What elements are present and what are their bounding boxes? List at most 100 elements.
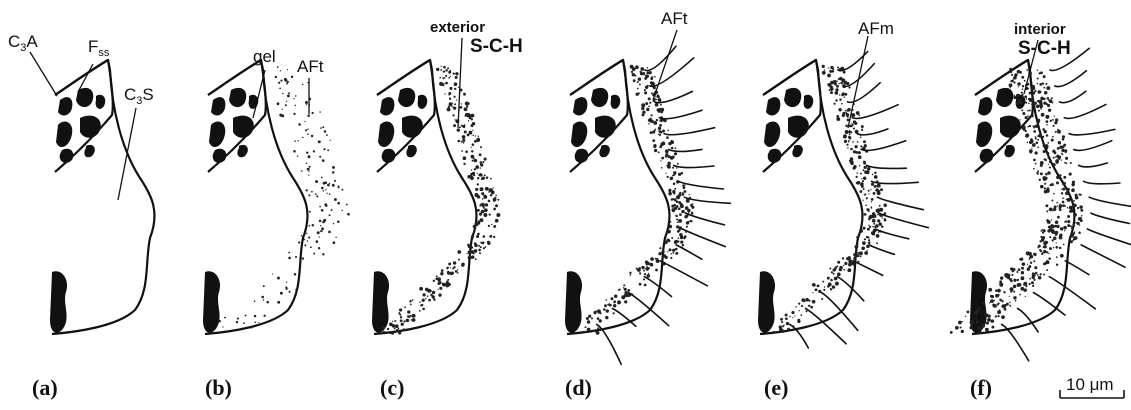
hydrate-speck bbox=[991, 321, 993, 323]
hydrate-speck bbox=[409, 300, 411, 302]
hydrate-speck bbox=[674, 198, 677, 201]
hydrate-speck bbox=[497, 199, 499, 201]
hydrate-speck bbox=[684, 235, 687, 238]
hydrate-speck bbox=[864, 144, 867, 147]
hydrate-speck bbox=[464, 131, 467, 134]
hydrate-speck bbox=[447, 279, 449, 281]
hydrate-speck bbox=[1070, 240, 1073, 243]
hydrate-speck bbox=[668, 192, 672, 196]
hydrate-speck bbox=[1022, 127, 1025, 130]
hydrate-speck bbox=[691, 212, 693, 214]
hydrate-speck bbox=[489, 213, 491, 215]
hydrate-speck bbox=[679, 213, 682, 216]
hydrate-speck bbox=[1039, 91, 1042, 94]
hydrate-speck bbox=[678, 208, 681, 211]
hydrate-speck bbox=[803, 300, 805, 302]
hydrate-speck bbox=[874, 226, 876, 228]
hydrate-speck bbox=[1010, 280, 1013, 283]
hydrate-speck bbox=[305, 101, 308, 104]
hydrate-speck bbox=[289, 291, 291, 293]
hydrate-speck bbox=[399, 308, 402, 311]
hydrate-speck bbox=[965, 316, 966, 317]
panel-d: AFt (d) bbox=[565, 9, 730, 400]
hydrate-speck bbox=[1043, 101, 1046, 104]
label-c3s: C3S bbox=[124, 85, 154, 107]
hydrate-speck bbox=[1027, 88, 1029, 90]
hydrate-speck bbox=[468, 131, 472, 135]
hydrate-speck bbox=[870, 189, 871, 190]
hydrate-speck bbox=[1033, 168, 1035, 170]
hydrate-speck bbox=[1055, 118, 1058, 121]
hydrate-speck bbox=[1037, 170, 1039, 172]
label-sch-c: S-C-H bbox=[470, 36, 523, 57]
hydrate-speck bbox=[329, 183, 330, 184]
hydrate-speck bbox=[478, 135, 479, 136]
hydrate-speck bbox=[1071, 183, 1074, 186]
hydrate-speck bbox=[1025, 101, 1026, 102]
hydrate-speck bbox=[445, 82, 448, 85]
hydrate-speck bbox=[806, 310, 808, 312]
hydrate-speck bbox=[1045, 241, 1048, 244]
hydrate-speck bbox=[459, 126, 461, 128]
hydrate-speck bbox=[1013, 78, 1014, 79]
scale-bar: 10 μm bbox=[1060, 375, 1124, 398]
hydrate-speck bbox=[1047, 152, 1049, 154]
hydrate-speck bbox=[649, 102, 651, 104]
hydrate-speck bbox=[605, 316, 608, 319]
hydrate-speck bbox=[236, 321, 238, 323]
hydrate-speck bbox=[402, 323, 404, 325]
hydrate-speck bbox=[861, 246, 865, 250]
hydrate-speck bbox=[1022, 112, 1025, 115]
hydrate-speck bbox=[1064, 230, 1065, 231]
hydrate-speck bbox=[678, 237, 680, 239]
hydrate-speck bbox=[389, 332, 391, 334]
hydrate-speck bbox=[1040, 172, 1043, 175]
hydrate-speck bbox=[481, 192, 484, 195]
hydrate-speck bbox=[485, 187, 488, 190]
hydrate-speck bbox=[642, 72, 645, 75]
hydrate-speck bbox=[637, 81, 639, 83]
hydrate-speck bbox=[1078, 194, 1080, 196]
hydrate-speck bbox=[277, 277, 280, 280]
hydrate-speck bbox=[990, 295, 992, 297]
hydrate-speck bbox=[1053, 125, 1055, 127]
hydrate-speck bbox=[640, 71, 642, 73]
hydrate-speck bbox=[319, 236, 320, 237]
hydrate-speck bbox=[1021, 92, 1023, 94]
hydrate-speck bbox=[973, 330, 975, 332]
hydrate-speck bbox=[394, 328, 396, 330]
hydrate-speck bbox=[621, 295, 625, 299]
hydrate-speck bbox=[493, 225, 496, 228]
hydrate-speck bbox=[463, 163, 465, 165]
hydrate-speck bbox=[325, 204, 328, 207]
hydrate-speck bbox=[1029, 259, 1030, 260]
hydrate-speck bbox=[478, 245, 480, 247]
hydrate-speck bbox=[855, 145, 858, 148]
hydrate-speck bbox=[329, 214, 331, 216]
hydrate-speck bbox=[1037, 147, 1039, 149]
hydrate-speck bbox=[1048, 109, 1051, 112]
hydrate-speck bbox=[627, 289, 630, 292]
hydrate-speck bbox=[1017, 82, 1021, 86]
hydrate-speck bbox=[475, 165, 479, 169]
hydrate-speck bbox=[689, 194, 690, 195]
label-sch-f: S-C-H bbox=[1018, 38, 1071, 59]
hydrate-speck bbox=[843, 269, 845, 271]
hydrate-speck bbox=[326, 193, 327, 194]
hydrate-speck bbox=[318, 140, 321, 143]
hydrate-speck bbox=[648, 273, 649, 274]
hydrate-speck bbox=[981, 324, 985, 328]
hydrate-speck bbox=[1003, 291, 1005, 293]
hydrate-speck bbox=[1049, 167, 1051, 169]
hydrate-speck bbox=[999, 280, 1002, 283]
hydrate-speck bbox=[1046, 269, 1048, 271]
hydrate-speck bbox=[877, 214, 879, 216]
hydrate-speck bbox=[475, 193, 479, 197]
hydrate-speck bbox=[450, 105, 452, 107]
hydrate-speck bbox=[659, 119, 662, 122]
hydrate-speck bbox=[1056, 175, 1060, 179]
aft-needle bbox=[1060, 91, 1086, 102]
hydrate-speck bbox=[822, 281, 824, 283]
hydrate-speck bbox=[644, 273, 646, 275]
hydrate-speck bbox=[1057, 216, 1060, 219]
